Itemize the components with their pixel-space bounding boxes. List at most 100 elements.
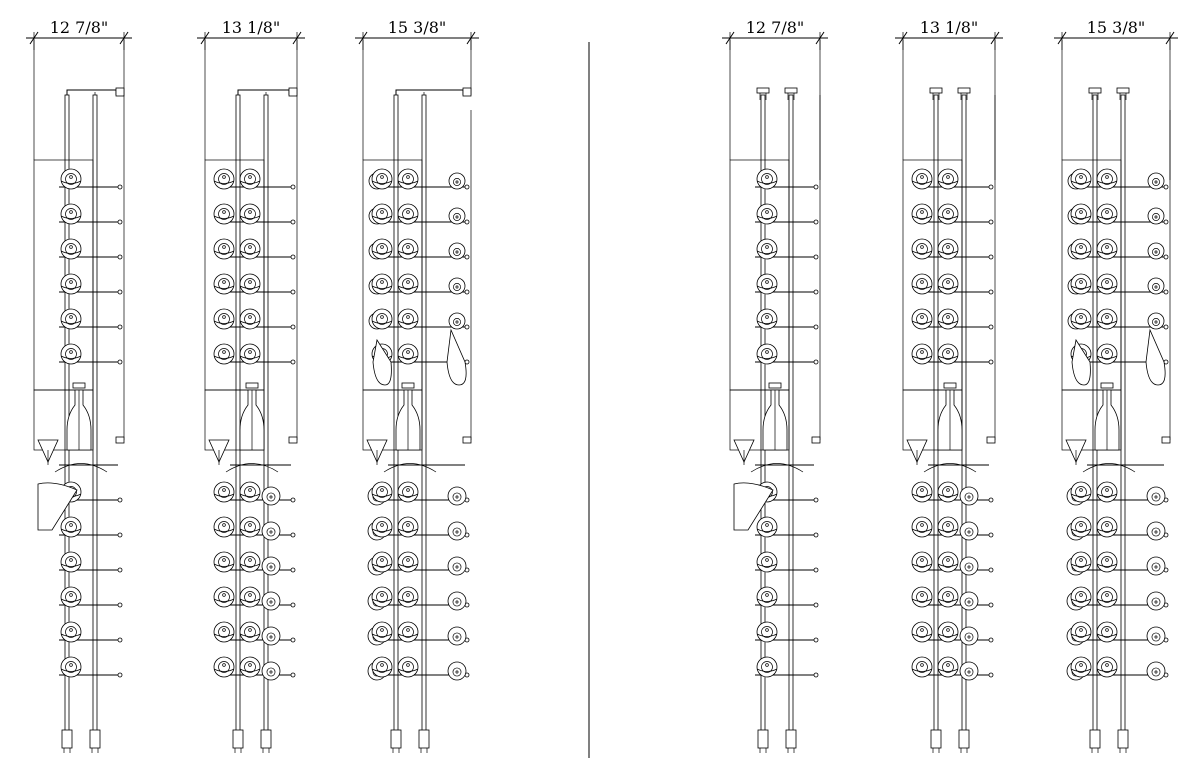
dimension-label: 15 3/8" [388,18,447,37]
bottle-collar [72,382,86,389]
wall-bracket-foot [115,436,125,444]
bottle-end [1096,238,1118,260]
bottle-end [239,308,261,330]
bottle-end [911,516,933,538]
bottle-end [1070,481,1092,503]
bottle-end [756,343,778,365]
rack-foot [930,729,942,749]
bottle-end [1096,586,1118,608]
bottle-end [937,168,959,190]
bottle-collar [1100,382,1114,389]
bottle-side [447,556,467,576]
bottle-side [447,521,467,541]
bottle-end [239,203,261,225]
dimension: 15 3/8" [1054,18,1178,50]
bottle-end [397,516,419,538]
bottle-end [1096,481,1118,503]
bottle-side [1147,312,1165,330]
bottle-end [911,238,933,260]
rack-foot [418,729,430,749]
bottle-end [371,621,393,643]
bottle-end [911,203,933,225]
bottle-side [448,312,466,330]
bottle-end [911,273,933,295]
rack-foot [1117,729,1129,749]
bottle-end [371,516,393,538]
bottle-side [261,661,281,681]
rack-post [92,94,98,736]
bottle-end [213,551,235,573]
bottle-end [1070,168,1092,190]
bottle-end [397,586,419,608]
bottle-end [239,656,261,678]
rack-post [788,94,794,736]
dimension-label: 13 1/8" [920,18,979,37]
rack-foot [390,729,402,749]
wall-bracket [395,89,464,95]
bottle-end [213,621,235,643]
bottle-end [239,586,261,608]
bottle-end [756,516,778,538]
bottle-end [937,621,959,643]
bottle-end [371,203,393,225]
bottle-end [239,621,261,643]
wine-glass [372,338,392,386]
bottle-side [959,556,979,576]
bottle-end [213,656,235,678]
bottle-side [448,277,466,295]
wine-glass [1071,338,1091,386]
wall-bracket-foot [1161,436,1171,444]
bottle-end [213,308,235,330]
bottle-end [371,656,393,678]
bottle-end [1070,516,1092,538]
bottle-collar [245,382,259,389]
bottle-end [1070,621,1092,643]
wall-bracket [237,89,290,95]
bottle-end [60,273,82,295]
ceiling-cap [957,87,971,94]
bottle-side [1146,661,1166,681]
bottle-side [959,661,979,681]
bottle-end [239,273,261,295]
bottle-end [1096,273,1118,295]
back-panel-lower [204,389,265,451]
bottle-end [239,551,261,573]
bottle-end [60,203,82,225]
bottle-end [60,586,82,608]
bottle-end [911,168,933,190]
bottle-side [447,626,467,646]
bottle-end [911,308,933,330]
bottle-end [213,516,235,538]
bottle-end [756,203,778,225]
ceiling-cap [929,87,943,94]
bottle-side [1147,172,1165,190]
rack-elevation: 13 1/8" [197,18,305,753]
back-panel-lower [729,389,790,451]
bottle-end [937,586,959,608]
bottle-side [261,626,281,646]
bottle-end [756,656,778,678]
bottle-side [959,521,979,541]
bottle-side [1146,486,1166,506]
bottle-end [397,621,419,643]
bottle-end [60,238,82,260]
bottle-end [911,481,933,503]
bottle-end [937,238,959,260]
bottle-side [1146,591,1166,611]
bottle-end [371,168,393,190]
bottle-end [1070,273,1092,295]
bottle-end [911,586,933,608]
swing-arm [37,482,78,531]
bottle-end [60,168,82,190]
rack-foot [1089,729,1101,749]
bottle-end [911,343,933,365]
bottle-end [239,238,261,260]
dimension: 13 1/8" [197,18,305,50]
bottle-end [371,481,393,503]
bottle-end [1096,516,1118,538]
back-panel-lower [33,389,94,451]
bottle-end [1096,308,1118,330]
bottle-end [1096,656,1118,678]
bottle-end [213,273,235,295]
